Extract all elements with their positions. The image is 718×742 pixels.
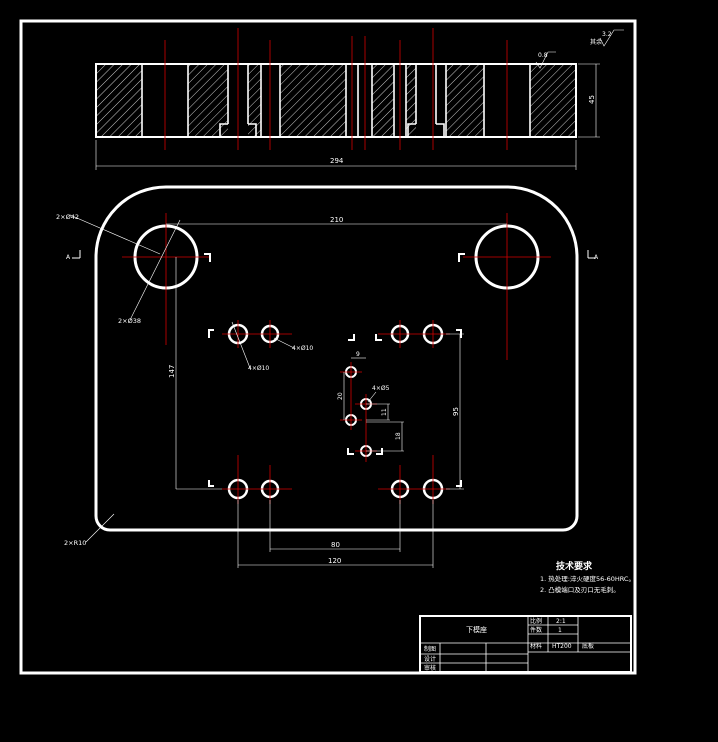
svg-text:1. 热处理:淬火硬度56-60HRC。: 1. 热处理:淬火硬度56-60HRC。 bbox=[540, 574, 635, 583]
label-4x10-b: 4×Ø10 bbox=[292, 345, 313, 352]
surface-finish-08: 0.8 bbox=[538, 52, 548, 59]
dim-45: 45 bbox=[588, 95, 596, 104]
drawing-frame bbox=[19, 19, 637, 675]
dim-80: 80 bbox=[331, 541, 340, 549]
dim-120: 120 bbox=[328, 557, 341, 565]
dim-11: 11 bbox=[381, 408, 388, 416]
svg-text:技术要求: 技术要求 bbox=[556, 560, 593, 572]
plan-view: 2×Ø42 2×Ø38 210 A A bbox=[56, 185, 599, 568]
label-2x42: 2×Ø42 bbox=[56, 213, 79, 221]
dim-210: 210 bbox=[330, 216, 343, 224]
dim-18: 18 bbox=[395, 432, 402, 440]
section-view: 294 45 0.8 bbox=[95, 28, 600, 170]
dim-147: 147 bbox=[168, 365, 176, 378]
qty-value: 1 bbox=[558, 627, 562, 634]
row-design: 设计 bbox=[424, 655, 436, 663]
tech-requirements: 技术要求 1. 热处理:淬火硬度56-60HRC。 2. 凸模端口及刃口无毛刺。 bbox=[540, 560, 635, 594]
dim-95: 95 bbox=[452, 407, 460, 416]
row-check: 审核 bbox=[424, 664, 436, 672]
surface-finish-rest: 其余 3.2 bbox=[590, 29, 624, 47]
svg-text:2. 凸模端口及刃口无毛刺。: 2. 凸模端口及刃口无毛刺。 bbox=[540, 585, 620, 594]
dim-294: 294 bbox=[330, 157, 344, 165]
svg-text:其余: 其余 bbox=[590, 38, 602, 46]
dim-20: 20 bbox=[337, 392, 344, 400]
holes-10 bbox=[227, 323, 444, 500]
drawing-no: 底板 bbox=[582, 642, 594, 650]
material-value: HT200 bbox=[552, 643, 572, 650]
label-2xR10: 2×R10 bbox=[64, 539, 86, 547]
scale-label: 比例 bbox=[530, 617, 542, 625]
label-4x5: 4×Ø5 bbox=[372, 385, 390, 392]
row-draw: 制图 bbox=[424, 645, 436, 653]
dim-9: 9 bbox=[356, 351, 360, 358]
label-2x38: 2×Ø38 bbox=[118, 317, 141, 325]
title-block: 下模座 比例 2:1 件数 1 材料 HT200 底板 制图 设计 审核 bbox=[419, 615, 632, 673]
scale-value: 2:1 bbox=[556, 618, 566, 625]
holes-5 bbox=[345, 366, 372, 457]
section-mark-right: A bbox=[594, 254, 599, 261]
material-label: 材料 bbox=[530, 642, 542, 650]
svg-text:3.2: 3.2 bbox=[602, 31, 612, 38]
qty-label: 件数 bbox=[530, 626, 542, 634]
section-mark-left: A bbox=[66, 254, 71, 261]
label-4x10-a: 4×Ø10 bbox=[248, 365, 269, 372]
part-name: 下模座 bbox=[466, 625, 487, 634]
